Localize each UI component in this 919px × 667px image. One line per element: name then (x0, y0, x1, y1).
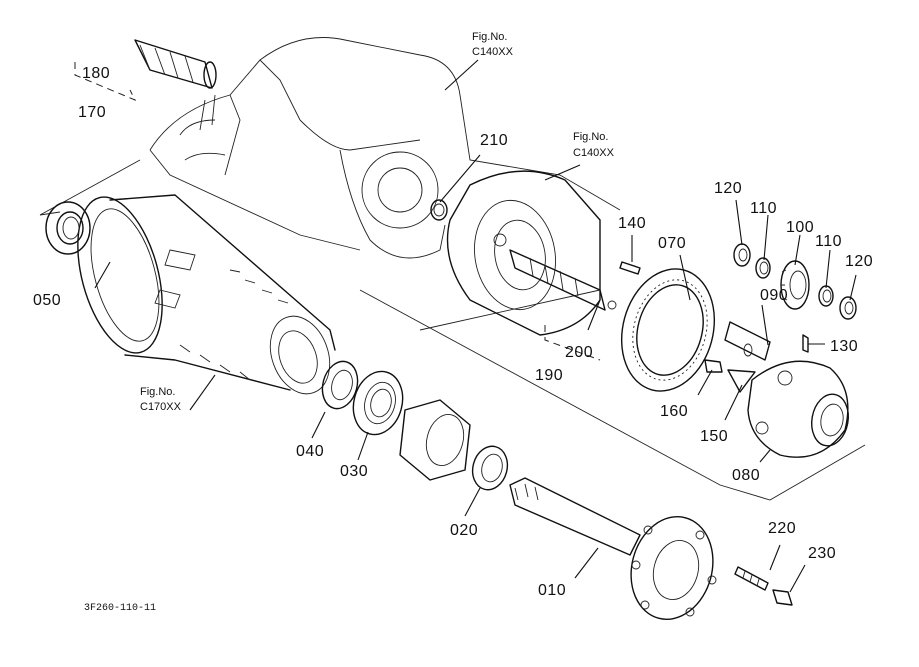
figure-references: Fig.No. C140XX Fig.No. C140XX Fig.No. C1… (140, 31, 615, 413)
label-150: 150 (700, 428, 728, 445)
part-140-pin (619, 261, 641, 275)
label-170: 170 (78, 104, 106, 121)
label-220: 220 (768, 520, 796, 537)
part-150-lockplate (727, 369, 756, 393)
part-230-nut (772, 589, 793, 606)
part-120-washer-right (839, 296, 857, 320)
label-040: 040 (296, 443, 324, 460)
label-110-left: 110 (750, 200, 777, 217)
part-010-axle (509, 477, 717, 620)
part-210-oring (430, 199, 448, 221)
part-070-ring-gear (620, 268, 716, 392)
alignment-lines (39, 159, 866, 501)
cover-plate (446, 170, 601, 336)
label-100: 100 (786, 219, 814, 236)
axle-housing (77, 194, 336, 395)
label-110-right: 110 (815, 233, 842, 250)
part-100-gear (780, 260, 810, 310)
leader-lines (94, 59, 857, 593)
fig-ref-2-line2: C140XX (573, 147, 615, 159)
part-120-washer-left (733, 243, 751, 267)
label-030: 030 (340, 463, 368, 480)
part-labels: 050 180 170 210 140 070 120 110 100 110 … (33, 65, 873, 599)
part-090-shaft (724, 321, 771, 361)
part-080-carrier (747, 360, 849, 458)
label-160: 160 (660, 403, 688, 420)
label-090: 090 (760, 287, 788, 304)
label-050: 050 (33, 292, 61, 309)
label-140: 140 (618, 215, 646, 232)
drawing-code: 3F260-110-11 (84, 603, 156, 614)
label-190: 190 (535, 367, 563, 384)
label-010: 010 (538, 582, 566, 599)
part-220-stud (734, 566, 769, 591)
part-180-shaft (74, 39, 217, 101)
part-110-bearing-right (818, 285, 834, 307)
label-200: 200 (565, 344, 593, 361)
label-070: 070 (658, 235, 686, 252)
fig-ref-1-line1: Fig.No. (472, 31, 507, 43)
fig-ref-1-line2: C140XX (472, 46, 514, 58)
label-130: 130 (830, 338, 858, 355)
part-040-bearing (321, 360, 359, 410)
part-160-bolt (704, 359, 723, 373)
label-120-left: 120 (714, 180, 742, 197)
label-120-right: 120 (845, 253, 873, 270)
fig-ref-3-line1: Fig.No. (140, 386, 175, 398)
part-020-seal (471, 445, 509, 491)
label-020: 020 (450, 522, 478, 539)
part-110-bearing-left (755, 257, 771, 279)
fig-ref-3-line2: C170XX (140, 401, 182, 413)
label-180: 180 (82, 65, 110, 82)
part-050-seal (45, 201, 91, 255)
label-210: 210 (480, 132, 508, 149)
part-130-pin (802, 334, 809, 353)
fig-ref-2-line1: Fig.No. (573, 131, 608, 143)
bearing-housing (399, 399, 471, 481)
label-230: 230 (808, 545, 836, 562)
label-080: 080 (732, 467, 760, 484)
part-200-shaft (509, 249, 617, 361)
transmission-housing (149, 37, 621, 259)
part-030-bearing (352, 370, 404, 436)
